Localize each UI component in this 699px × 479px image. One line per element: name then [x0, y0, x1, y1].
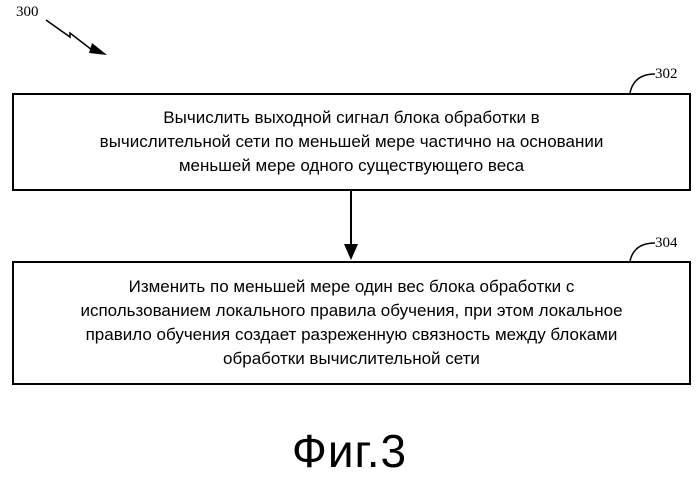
leader-line-302: [630, 74, 655, 93]
step-box-302: Вычислить выходной сигнал блока обработк…: [12, 93, 691, 191]
step-302-line: меньшей мере одного существующего веса: [179, 154, 524, 178]
step-302-line: вычислительной сети по меньшей мере част…: [100, 130, 604, 154]
step-304-line: правило обучения создает разреженную свя…: [86, 323, 618, 347]
leader-line-304: [630, 243, 655, 261]
step-304-line: обработки вычислительной сети: [223, 347, 480, 371]
step-box-304: Изменить по меньшей мере один вес блока …: [12, 261, 691, 385]
flow-arrow-icon: [344, 191, 358, 260]
step-302-line: Вычислить выходной сигнал блока обработк…: [163, 106, 539, 130]
step-304-line: Изменить по меньшей мере один вес блока …: [129, 275, 575, 299]
step-304-line: использованием локального правила обучен…: [80, 299, 622, 323]
zigzag-arrow-icon: [46, 20, 107, 55]
figure-caption: Фиг.3: [0, 425, 699, 477]
